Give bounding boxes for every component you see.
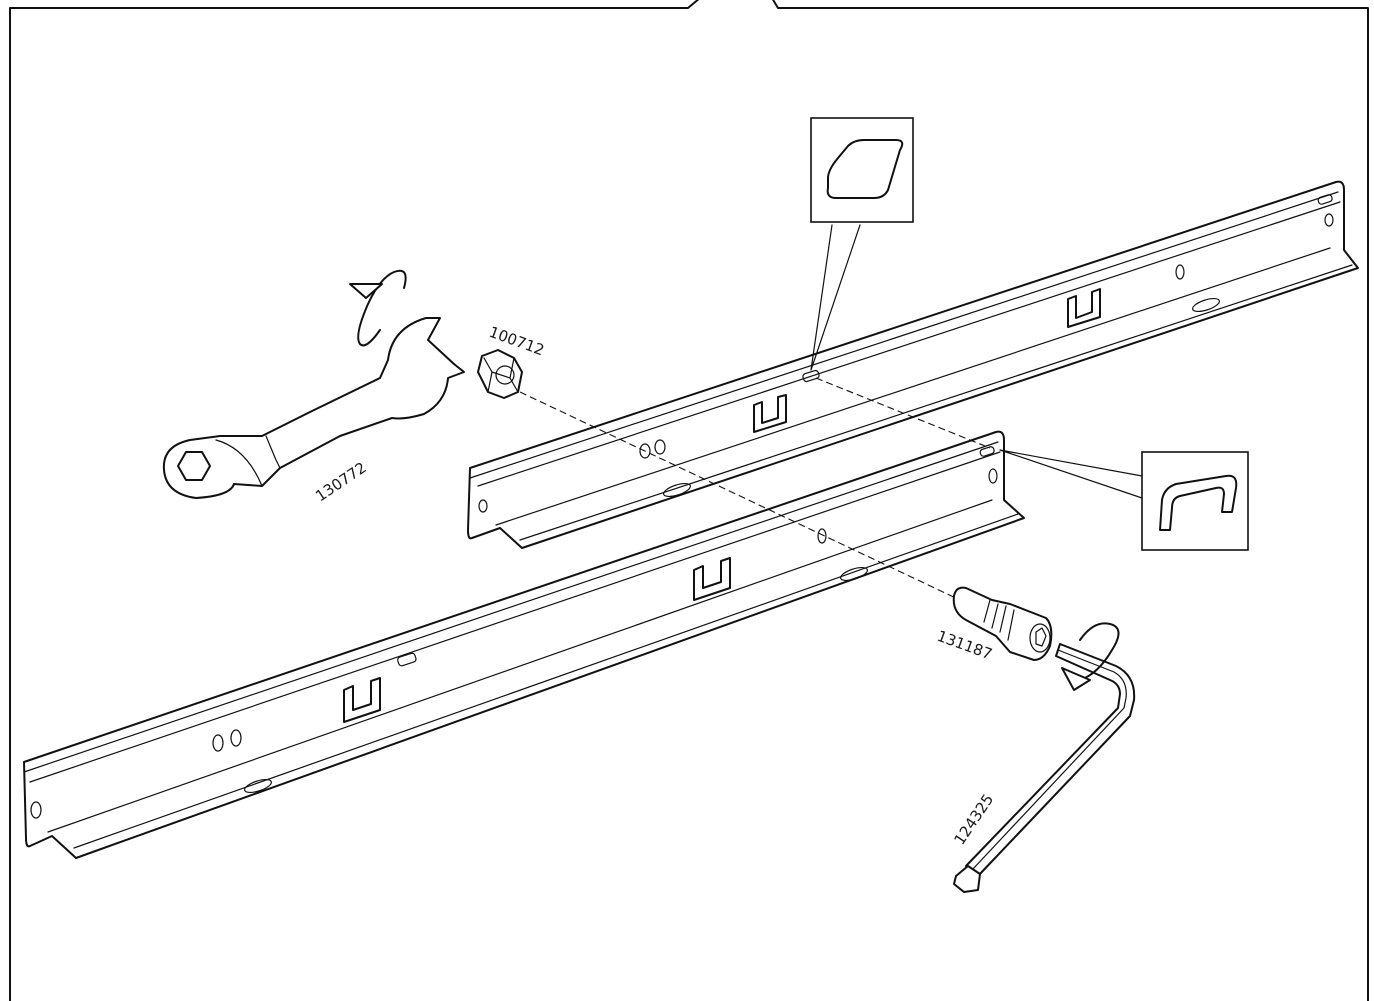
- screw-guide-line: [815, 377, 991, 449]
- socket-head-screw-icon: [952, 586, 1053, 661]
- callout-leader-right: [999, 449, 1143, 499]
- hook-detail-callout: [1141, 451, 1249, 551]
- assembly-guide-line: [519, 391, 961, 601]
- open-end-wrench-icon: [162, 317, 465, 499]
- hex-nut-icon: [477, 349, 523, 399]
- hook-slot-hole-icon: [1159, 474, 1238, 531]
- screw-part-number: 131187: [935, 627, 995, 664]
- rotate-arrow-icon: [1061, 622, 1120, 691]
- callout-leader-top: [810, 224, 861, 371]
- rail-front: [23, 430, 1025, 859]
- ball-end-hex-key-icon: [953, 643, 1136, 893]
- wrench-part-number: 130772: [312, 458, 370, 505]
- slot-detail-callout: [810, 117, 914, 223]
- page-frame: [9, 0, 1369, 1001]
- rail-back: [467, 180, 1359, 549]
- rounded-slot-hole-icon: [826, 139, 904, 199]
- rotate-arrow-icon: [349, 269, 407, 347]
